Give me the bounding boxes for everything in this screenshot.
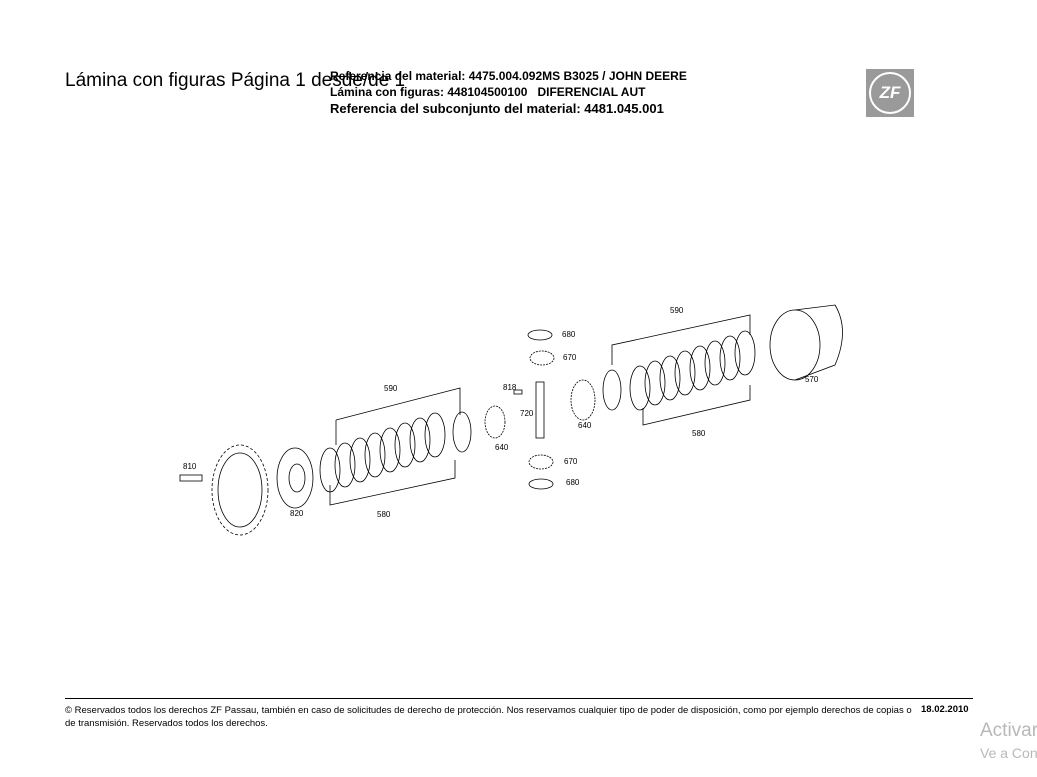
- part-label: 590: [384, 384, 398, 393]
- right-disc-pack: [611, 314, 756, 426]
- part-label: 580: [692, 429, 706, 438]
- part-label: 820: [290, 509, 304, 518]
- part-label: 680: [562, 330, 576, 339]
- side-gear-part: [484, 405, 506, 439]
- part-label: 640: [578, 421, 592, 430]
- activation-watermark-title: Activar: [980, 720, 1037, 741]
- figure-reference: Lámina con figuras: 448104500100 DIFEREN…: [330, 85, 646, 99]
- part-label: 670: [563, 353, 577, 362]
- part-label: 810: [183, 462, 197, 471]
- zf-logo: ZF: [866, 69, 914, 117]
- part-label: 580: [377, 510, 391, 519]
- part-label: 818: [503, 383, 517, 392]
- part-label: 590: [670, 306, 684, 315]
- part-label: 570: [805, 375, 819, 384]
- thrust-washer-part: [452, 411, 472, 453]
- document-date: 18.02.2010: [921, 704, 969, 715]
- part-label: 720: [520, 409, 534, 418]
- left-disc-pack: [319, 387, 461, 506]
- hub-part: [276, 447, 314, 509]
- page-title: Lámina con figuras Página 1 desde/de 1: [65, 70, 406, 91]
- activation-watermark-subtitle: Ve a Con: [980, 745, 1037, 761]
- zf-logo-mark: ZF: [869, 72, 911, 114]
- part-label: 680: [566, 478, 580, 487]
- washer-part: [527, 329, 553, 341]
- pin-part: [535, 381, 545, 439]
- differential-housing-part: [769, 309, 821, 381]
- ring-gear-part: [211, 444, 269, 536]
- copyright-notice: © Reservados todos los derechos ZF Passa…: [65, 705, 912, 729]
- bolt-part: [179, 474, 203, 482]
- part-label: 640: [495, 443, 509, 452]
- footer-divider: [65, 698, 973, 699]
- material-reference: Referencia del material: 4475.004.092MS …: [330, 69, 687, 83]
- subassembly-reference: Referencia del subconjunto del material:…: [330, 101, 664, 116]
- part-label: 670: [564, 457, 578, 466]
- exploded-parts-diagram: 590 590 680 670 818 720 640 640 570 580 …: [179, 304, 843, 536]
- pinion-part: [529, 350, 555, 366]
